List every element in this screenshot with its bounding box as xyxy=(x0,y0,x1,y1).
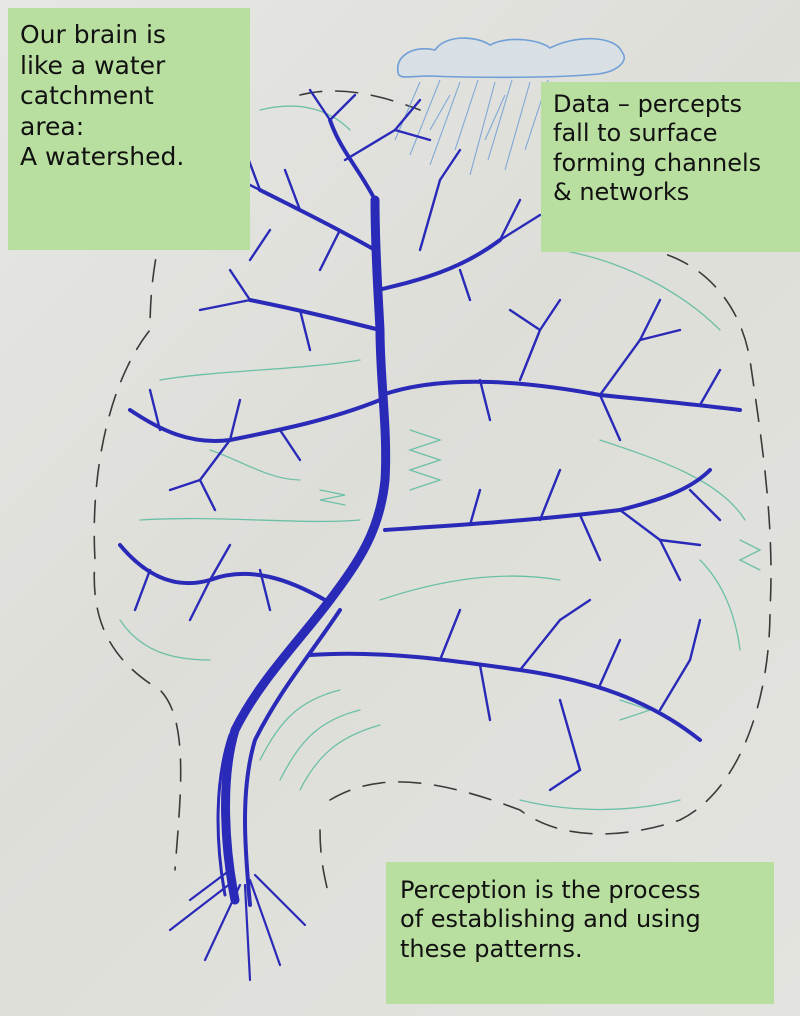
note-line: area: xyxy=(20,111,85,141)
note-line: forming channels xyxy=(553,148,762,177)
note-line: Perception is the process xyxy=(400,876,701,904)
note-line: catchment xyxy=(20,81,154,110)
note-line: Our brain is xyxy=(20,20,166,49)
note-line: & networks xyxy=(553,177,690,206)
note-line: fall to surface xyxy=(553,119,718,148)
catchment-outline xyxy=(93,90,772,901)
tree-network-icon xyxy=(118,88,742,982)
note-data-percepts: Data – percepts fall to surface forming … xyxy=(541,82,800,252)
cloud-icon xyxy=(397,37,625,79)
note-brain-watershed: Our brain is like a water catchment area… xyxy=(8,8,250,250)
note-perception: Perception is the process of establishin… xyxy=(386,862,774,1004)
note-line: A watershed. xyxy=(20,142,185,171)
note-line: of establishing and using xyxy=(400,905,701,934)
note-line: Data – percepts xyxy=(553,90,743,118)
surface-strokes xyxy=(119,105,762,811)
note-line: like a water xyxy=(20,50,166,80)
rain-icon xyxy=(394,79,566,176)
note-line: these patterns. xyxy=(400,934,583,963)
